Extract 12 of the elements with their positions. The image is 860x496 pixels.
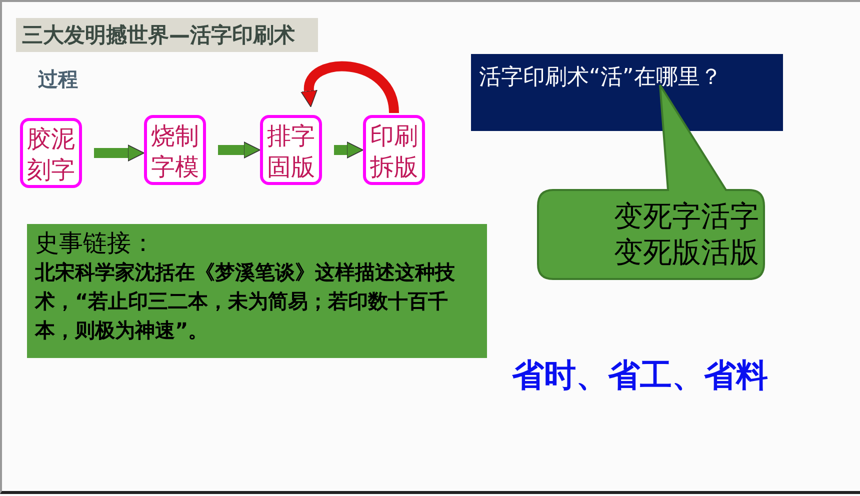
step-box: 烧制字模 xyxy=(144,115,206,185)
question-box: 活字印刷术“活”在哪里？ xyxy=(471,54,783,131)
info-panel: 史事链接： 北宋科学家沈括在《梦溪笔谈》这样描述这种技术，“若止印三二本，未为简易；若印数十百千本，则极为神速”。 xyxy=(27,224,487,358)
arrow xyxy=(218,142,260,158)
step-box: 胶泥刻字 xyxy=(20,118,82,188)
step-box: 排字固版 xyxy=(260,115,322,185)
title-bar: 三大发明撼世界—活字印刷术 xyxy=(16,18,318,52)
arrow xyxy=(334,142,364,158)
summary-text: 省时、省工、省料 xyxy=(512,355,768,396)
section-label: 过程 xyxy=(38,66,78,93)
arrow xyxy=(94,144,144,162)
step-box: 印刷拆版 xyxy=(363,115,425,185)
